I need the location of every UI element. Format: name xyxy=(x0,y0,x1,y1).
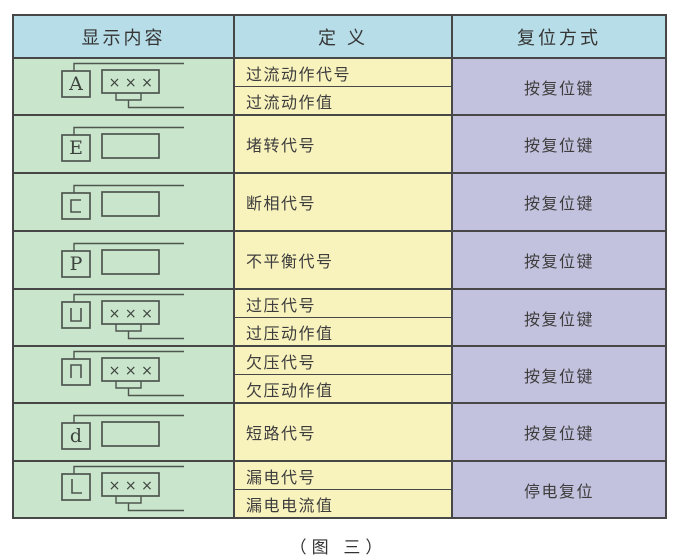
value-box xyxy=(100,132,160,159)
value-box xyxy=(100,356,160,382)
header-row: 显示内容 定 义 复位方式 xyxy=(12,14,667,59)
header-display-content: 显示内容 xyxy=(12,14,235,59)
reset-cell: 按复位键 xyxy=(451,172,667,232)
header-definition: 定 义 xyxy=(233,14,453,59)
code-box xyxy=(60,249,91,278)
pointer-line-top xyxy=(72,62,184,71)
display-cell: d xyxy=(12,402,235,462)
figure-caption: （图 三） xyxy=(289,538,388,557)
table-row: E 堵转代号 按复位键 xyxy=(12,114,667,174)
value-box xyxy=(100,420,160,447)
code-box xyxy=(60,69,91,98)
reset-cell: 按复位键 xyxy=(451,345,667,404)
value-placeholder: ××× xyxy=(108,306,157,322)
pointer-line-top xyxy=(72,242,184,251)
pointer-line-bottom xyxy=(114,495,184,511)
display-code-diagram: d xyxy=(60,414,184,450)
code-symbol: E xyxy=(69,137,83,159)
definition-cell: 过压代号 xyxy=(233,288,453,318)
table-subrow: 欠压动作值 xyxy=(13,374,666,404)
pointer-line-top xyxy=(72,126,184,135)
code-symbol: P xyxy=(69,253,82,275)
display-code-diagram: P xyxy=(60,242,184,278)
reset-cell: 按复位键 xyxy=(451,230,667,290)
table-row: ××× 过压代号 按复位键 xyxy=(12,288,667,347)
definition-cell: 短路代号 xyxy=(233,402,453,462)
display-code-diagram xyxy=(60,184,184,220)
table-row: A ××× 过流动作代号 按复位键 xyxy=(12,57,667,116)
definition-cell: 漏电代号 xyxy=(233,460,453,490)
reset-cell: 停电复位 xyxy=(451,460,667,519)
code-box xyxy=(60,191,91,220)
definition-cell: 堵转代号 xyxy=(233,114,453,174)
pointer-line-top xyxy=(72,350,184,359)
table-row: P 不平衡代号 按复位键 xyxy=(12,230,667,290)
symbol-square-n-glyph xyxy=(69,363,82,378)
display-code-diagram: A ××× xyxy=(60,62,184,108)
display-cell xyxy=(12,172,235,232)
display-cell: P xyxy=(12,230,235,290)
table-row: d 短路代号 按复位键 xyxy=(12,402,667,462)
value-placeholder: ××× xyxy=(108,75,157,91)
definition-cell: 欠压代号 xyxy=(233,345,453,375)
pointer-line-top xyxy=(72,293,184,302)
definition-cell: 断相代号 xyxy=(233,172,453,232)
display-cell: A ××× xyxy=(12,57,235,116)
pointer-line-bottom xyxy=(114,323,184,339)
value-box xyxy=(100,299,160,325)
reset-cell: 按复位键 xyxy=(451,114,667,174)
symbol-square-l-glyph xyxy=(70,478,82,494)
pointer-line-bottom xyxy=(114,380,184,396)
reset-cell: 按复位键 xyxy=(451,288,667,347)
pointer-line-top xyxy=(72,465,184,474)
table-subrow: 过流动作值 xyxy=(13,86,666,116)
pointer-line-top xyxy=(72,184,184,193)
value-box xyxy=(100,68,160,94)
symbol-square-c-glyph xyxy=(69,198,81,213)
code-box xyxy=(60,472,91,501)
header-reset-method: 复位方式 xyxy=(451,14,667,59)
display-code-diagram: E xyxy=(60,126,184,162)
symbol-square-u-glyph xyxy=(69,307,82,322)
value-box xyxy=(100,471,160,497)
table-row: ××× 欠压代号 按复位键 xyxy=(12,345,667,404)
table-subrow: 漏电电流值 xyxy=(13,489,666,519)
code-symbol: A xyxy=(68,73,83,95)
display-cell: E xyxy=(12,114,235,174)
definition-cell: 欠压动作值 xyxy=(233,374,453,404)
definition-cell: 漏电电流值 xyxy=(233,489,453,519)
display-cell: ××× xyxy=(12,288,235,347)
code-box xyxy=(60,357,91,386)
reset-cell: 按复位键 xyxy=(451,57,667,116)
display-code-table: 显示内容 定 义 复位方式 A ××× 过流动作代号 按复位键 过流动作值 xyxy=(12,14,667,519)
definition-cell: 过流动作值 xyxy=(233,86,453,116)
table-row: ××× 漏电代号 停电复位 xyxy=(12,460,667,519)
code-box xyxy=(60,133,91,162)
definition-cell: 不平衡代号 xyxy=(233,230,453,290)
definition-cell: 过压动作值 xyxy=(233,317,453,347)
value-box xyxy=(100,190,160,217)
code-box xyxy=(60,421,91,450)
reset-cell: 按复位键 xyxy=(451,402,667,462)
pointer-line-top xyxy=(72,414,184,423)
definition-cell: 过流动作代号 xyxy=(233,57,453,87)
display-cell: ××× xyxy=(12,345,235,404)
figure-sheet: 显示内容 定 义 复位方式 A ××× 过流动作代号 按复位键 过流动作值 xyxy=(12,14,667,558)
value-placeholder: ××× xyxy=(108,363,157,379)
display-code-diagram: ××× xyxy=(60,465,184,511)
display-code-diagram: ××× xyxy=(60,350,184,396)
value-placeholder: ××× xyxy=(108,478,157,494)
value-box xyxy=(100,248,160,275)
display-code-diagram: ××× xyxy=(60,293,184,339)
table-row: 断相代号 按复位键 xyxy=(12,172,667,232)
display-cell: ××× xyxy=(12,460,235,519)
pointer-line-bottom xyxy=(114,92,184,108)
code-box xyxy=(60,300,91,329)
code-symbol: d xyxy=(69,425,81,447)
